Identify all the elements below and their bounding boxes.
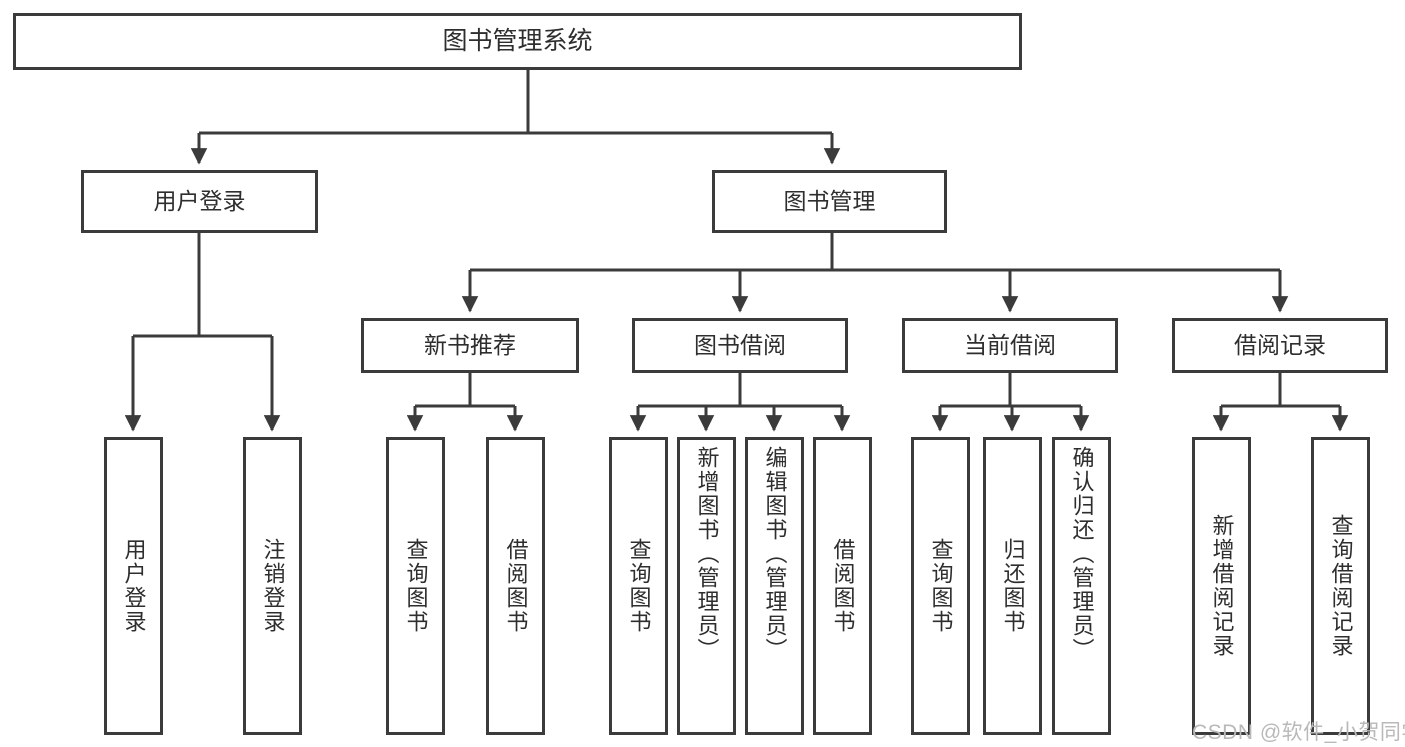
node-label: 用户登录	[121, 538, 147, 634]
node-root[interactable]: 图书管理系统	[13, 13, 1022, 70]
node-leaf-logout[interactable]: 注销登录	[243, 437, 302, 735]
node-level1-book-management[interactable]: 图书管理	[712, 170, 947, 233]
node-label: 图书借阅	[694, 331, 786, 358]
node-label: 编辑图书（管理员）	[762, 446, 788, 662]
node-label: 查询图书	[403, 538, 429, 634]
node-label: 图书管理	[783, 187, 876, 214]
node-label: 查询图书	[626, 538, 652, 634]
node-leaf-query-book-recommend[interactable]: 查询图书	[386, 437, 445, 735]
node-level2-borrow-records[interactable]: 借阅记录	[1172, 318, 1388, 373]
node-leaf-query-borrow-record[interactable]: 查询借阅记录	[1311, 437, 1370, 735]
node-label: 归还图书	[1000, 538, 1026, 634]
node-leaf-add-borrow-record[interactable]: 新增借阅记录	[1192, 437, 1251, 735]
node-leaf-query-book-current[interactable]: 查询图书	[911, 437, 970, 735]
node-label: 注销登录	[260, 538, 286, 634]
node-leaf-add-book-admin[interactable]: 新增图书（管理员）	[677, 437, 736, 735]
node-leaf-user-login[interactable]: 用户登录	[104, 437, 163, 735]
node-label: 新增图书（管理员）	[694, 446, 720, 662]
node-level1-user-login[interactable]: 用户登录	[81, 170, 318, 233]
node-label: 新书推荐	[424, 331, 516, 358]
node-label: 查询借阅记录	[1328, 514, 1354, 658]
node-label: 用户登录	[153, 187, 246, 214]
node-level2-current-borrow[interactable]: 当前借阅	[902, 318, 1118, 373]
node-label: 查询图书	[928, 538, 954, 634]
node-label: 当前借阅	[964, 331, 1056, 358]
node-leaf-borrow-book[interactable]: 借阅图书	[813, 437, 872, 735]
node-level2-new-book-recommend[interactable]: 新书推荐	[361, 318, 579, 373]
node-level2-book-borrow[interactable]: 图书借阅	[632, 318, 848, 373]
node-leaf-query-book-borrow[interactable]: 查询图书	[609, 437, 668, 735]
watermark: CSDN @软件_小贺同学	[1192, 721, 1405, 744]
node-leaf-borrow-book-recommend[interactable]: 借阅图书	[486, 437, 545, 735]
node-leaf-edit-book-admin[interactable]: 编辑图书（管理员）	[745, 437, 804, 735]
node-leaf-return-book[interactable]: 归还图书	[983, 437, 1042, 735]
node-label: 借阅记录	[1234, 331, 1326, 358]
node-label: 借阅图书	[830, 538, 856, 634]
node-leaf-confirm-return-admin[interactable]: 确认归还（管理员）	[1052, 437, 1111, 735]
node-root-label: 图书管理系统	[442, 26, 593, 55]
node-label: 确认归还（管理员）	[1069, 446, 1095, 662]
node-label: 新增借阅记录	[1209, 514, 1235, 658]
node-label: 借阅图书	[503, 538, 529, 634]
